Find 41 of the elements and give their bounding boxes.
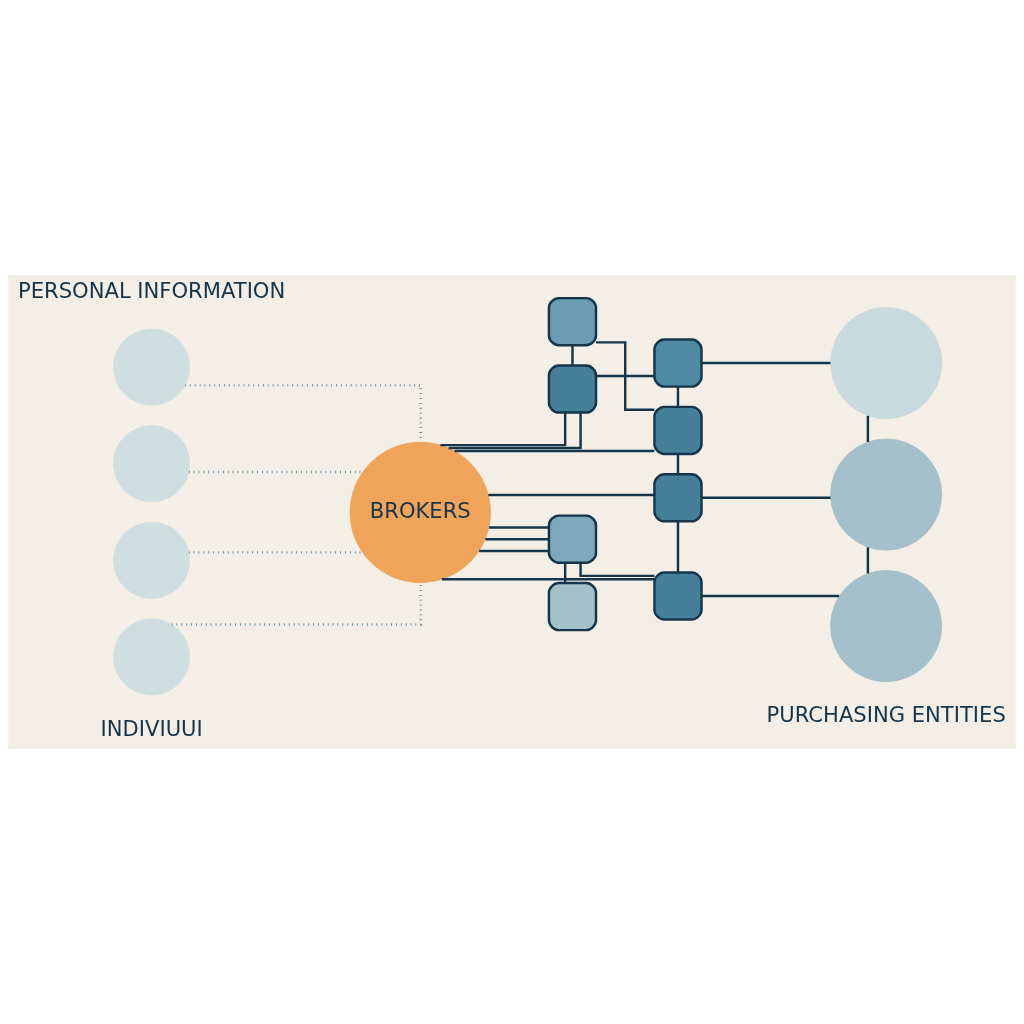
label: PURCHASING ENTITIES [766, 702, 1006, 728]
connector [596, 374, 655, 378]
connector [571, 345, 574, 366]
node-person [113, 521, 191, 599]
label: PERSONAL INFORMATION [18, 278, 286, 304]
node-person [113, 425, 191, 503]
connector [489, 526, 549, 529]
connector [866, 415, 870, 443]
node-box [653, 405, 703, 456]
node-box [653, 473, 703, 523]
connector [676, 386, 680, 407]
node-circle [830, 438, 943, 551]
node-box [547, 364, 598, 414]
connector [579, 562, 655, 578]
node-box [653, 338, 703, 388]
connector [441, 578, 655, 581]
connector [676, 521, 680, 573]
connector [440, 412, 567, 447]
connector [485, 537, 549, 541]
connector [448, 412, 582, 450]
connector [488, 493, 655, 497]
node-box [547, 296, 598, 347]
node-circle [830, 570, 943, 683]
node-box [653, 571, 703, 621]
connector [596, 341, 655, 411]
connector [454, 449, 655, 453]
node-circle [830, 307, 943, 420]
node-box [547, 581, 598, 632]
connector [171, 582, 422, 626]
node-person [113, 328, 191, 406]
label: INDIVIUUI [100, 715, 203, 741]
connector [866, 547, 870, 574]
connector [701, 361, 831, 365]
node-circle: BROKERS [349, 441, 491, 583]
connector [701, 594, 840, 598]
connector [479, 549, 549, 553]
node-person [113, 618, 191, 696]
connector [701, 496, 831, 499]
connector [676, 454, 680, 475]
node-box [547, 514, 598, 564]
connector [563, 562, 567, 583]
